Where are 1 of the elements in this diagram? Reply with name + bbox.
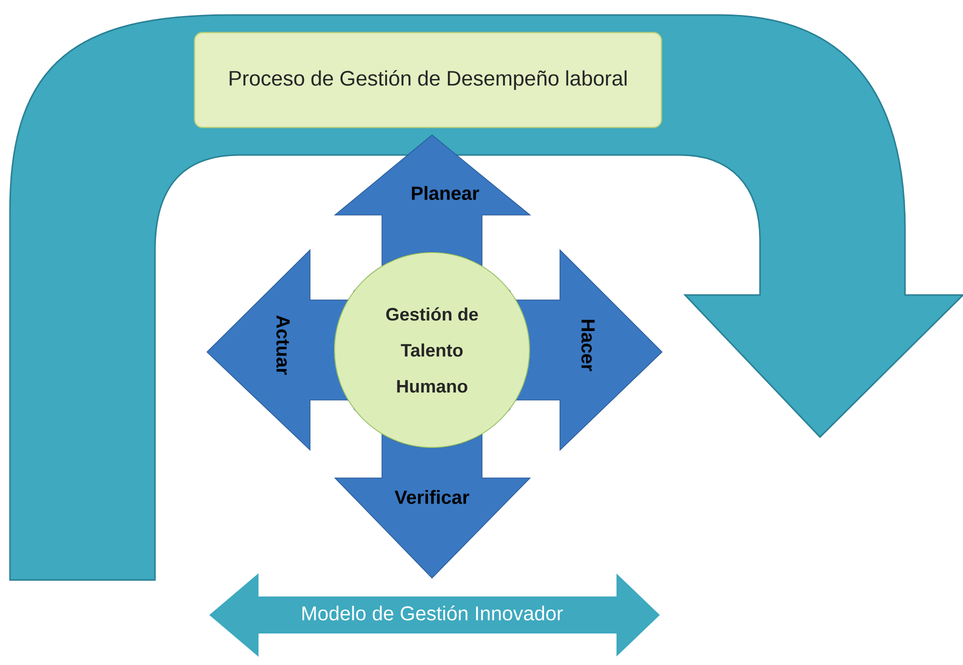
process-box: Proceso de Gestión de Desempeño laboral bbox=[194, 32, 662, 128]
